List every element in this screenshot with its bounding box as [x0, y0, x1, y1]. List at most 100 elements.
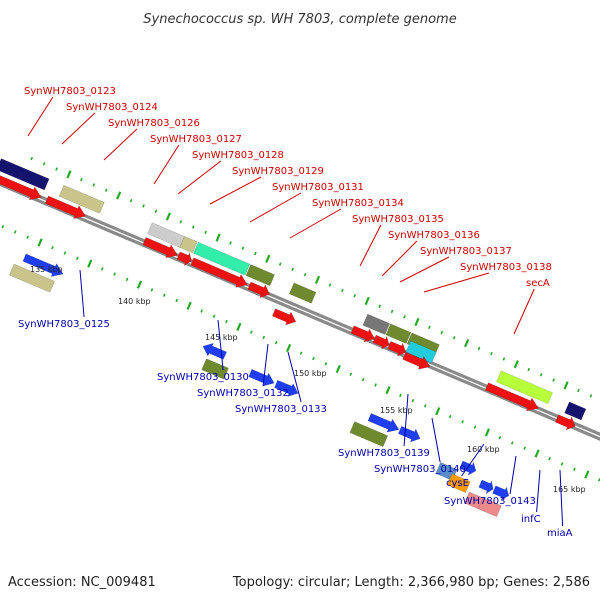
tick-mark: [200, 309, 203, 313]
tick-mark: [423, 404, 427, 408]
tick-mark: [378, 304, 381, 308]
tick-mark: [589, 394, 593, 398]
gene-feature-5: [22, 253, 64, 277]
tick-mark: [523, 446, 527, 450]
gene-feature-1: [0, 158, 50, 191]
tick-mark: [353, 293, 357, 298]
tick-mark: [254, 251, 257, 256]
tick-mark: [30, 156, 34, 161]
tick-mark: [534, 449, 540, 458]
tick-mark: [215, 233, 221, 242]
tick-mark: [100, 267, 104, 271]
tick-mark: [204, 230, 207, 235]
gene-feature-7: [147, 222, 186, 249]
tick-mark: [502, 357, 506, 361]
tick-mark: [80, 177, 83, 182]
gene-feature-38: [446, 473, 471, 493]
gene-feature-42: [477, 497, 502, 518]
gene-label-top: SynWH7803_0135: [352, 214, 444, 225]
gene-feature-6: [9, 263, 55, 293]
gene-feature-31: [397, 425, 421, 443]
tick-mark: [179, 220, 183, 224]
tick-mark: [428, 325, 431, 330]
gene-feature-19: [248, 368, 275, 387]
gene-feature-32: [496, 370, 553, 405]
tick-mark: [262, 335, 266, 340]
tick-mark: [527, 367, 531, 372]
tick-mark: [104, 188, 108, 192]
scale-label: 155 kbp: [380, 406, 413, 415]
leader-line: [399, 256, 450, 283]
tick-mark: [498, 435, 502, 440]
gene-feature-41: [464, 491, 485, 510]
scale-label: 145 kbp: [205, 333, 238, 342]
tick-mark: [125, 277, 129, 282]
tick-mark: [278, 262, 282, 266]
tick-mark: [113, 272, 116, 276]
tick-mark: [324, 362, 328, 366]
gene-feature-15: [288, 282, 317, 304]
tick-mark: [577, 388, 580, 393]
tick-mark: [435, 407, 441, 416]
leader-line: [217, 319, 224, 371]
gene-feature-3: [0, 175, 42, 201]
leader-line: [153, 144, 180, 185]
scale-label: 165 kbp: [553, 485, 586, 494]
gene-feature-29: [349, 421, 389, 448]
leader-line: [359, 224, 382, 267]
gene-label-top: SynWH7803_0131: [272, 182, 364, 193]
tick-mark: [274, 340, 278, 345]
gene-feature-14: [247, 281, 270, 299]
tick-mark: [299, 351, 303, 355]
gene-label-top: SynWH7803_0129: [232, 166, 324, 177]
tick-mark: [411, 399, 415, 403]
tick-mark: [66, 170, 72, 179]
tick-mark: [312, 356, 315, 361]
tick-mark: [584, 470, 590, 479]
tick-mark: [490, 351, 493, 356]
tick-mark: [63, 251, 67, 255]
gene-feature-35: [554, 414, 576, 431]
leader-line: [513, 288, 535, 335]
gene-feature-8: [179, 236, 198, 254]
gene-feature-18: [201, 358, 229, 380]
tick-mark: [87, 259, 93, 268]
gene-labels: SynWH7803_0123SynWH7803_0124SynWH7803_01…: [18, 86, 573, 539]
leader-line: [249, 192, 302, 223]
tick-mark: [26, 235, 29, 239]
tick-mark: [464, 339, 470, 348]
gene-feature-33: [484, 382, 539, 412]
leader-line: [423, 272, 490, 293]
tick-mark: [265, 254, 271, 263]
gene-label-top: SynWH7803_0137: [420, 246, 512, 257]
tick-mark: [349, 372, 353, 377]
tick-mark: [286, 343, 292, 353]
tick-mark: [92, 183, 96, 187]
tick-mark: [163, 293, 166, 297]
tick-mark: [548, 457, 551, 461]
gene-feature-36: [459, 460, 477, 476]
tick-mark: [37, 238, 43, 247]
scale-label: 160 kbp: [467, 445, 500, 454]
tick-mark: [116, 191, 122, 200]
tick-mark: [573, 467, 576, 471]
tick-mark: [440, 330, 444, 335]
tick-mark: [150, 288, 154, 292]
gene-label-top: SynWH7803_0126: [108, 118, 200, 129]
gene-feature-21: [362, 313, 391, 335]
leader-line: [27, 96, 54, 137]
gene-label-bottom: SynWH7803_0139: [338, 448, 430, 459]
tick-mark: [42, 162, 46, 166]
tick-mark: [225, 319, 228, 324]
tick-mark: [335, 364, 341, 374]
gene-feature-22: [385, 323, 412, 344]
leader-line: [209, 176, 262, 205]
scale-label: 150 kbp: [294, 369, 327, 378]
tick-mark: [403, 315, 406, 319]
tick-mark: [361, 377, 365, 382]
gene-feature-27: [387, 341, 407, 357]
tick-mark: [390, 309, 394, 314]
gene-label-bottom: infC: [521, 514, 541, 525]
gene-feature-9: [193, 241, 251, 276]
